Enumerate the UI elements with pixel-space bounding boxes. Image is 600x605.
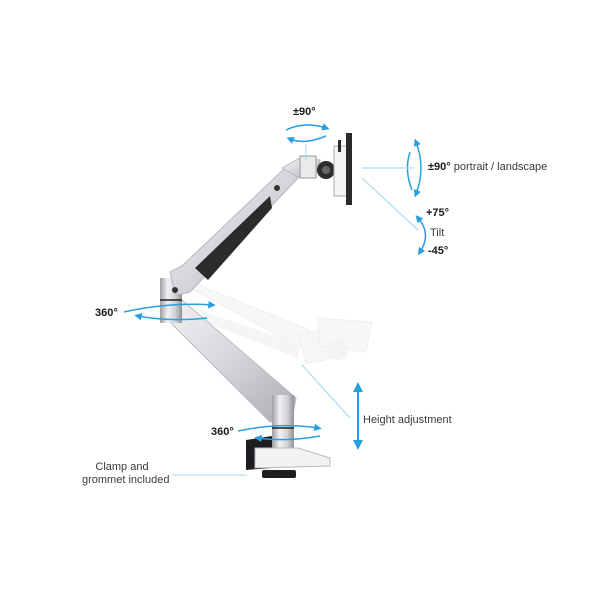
ghost-arm — [179, 281, 373, 365]
height-adjustment-label: Height adjustment — [363, 414, 452, 426]
rotation-angle: ±90° — [428, 161, 451, 173]
height-arrow — [301, 364, 363, 450]
tilt-arrow — [361, 177, 427, 256]
clamp-label-line1: Clamp and — [95, 461, 149, 473]
upper-arm — [169, 133, 352, 296]
top-swivel-arrows — [285, 123, 330, 160]
base-clamp — [246, 395, 331, 478]
top-swivel-label: ±90° — [293, 106, 316, 118]
clamp-label: Clamp and grommet included — [82, 461, 170, 487]
rotation-arrows — [362, 138, 422, 198]
upper-pivot-label: 360° — [95, 307, 118, 319]
upper-pivot-arrows — [123, 300, 216, 321]
rotation-label: ±90° portrait / landscape — [428, 161, 547, 174]
tilt-up-label: +75° — [426, 207, 450, 219]
clamp-label-line2: grommet included — [82, 474, 170, 486]
base-pivot-arrows — [237, 423, 322, 443]
rotation-text: portrait / landscape — [453, 161, 548, 173]
tilt-down-label: -45° — [428, 245, 449, 257]
tilt-label: Tilt — [430, 227, 445, 239]
base-pivot-label: 360° — [211, 426, 234, 438]
